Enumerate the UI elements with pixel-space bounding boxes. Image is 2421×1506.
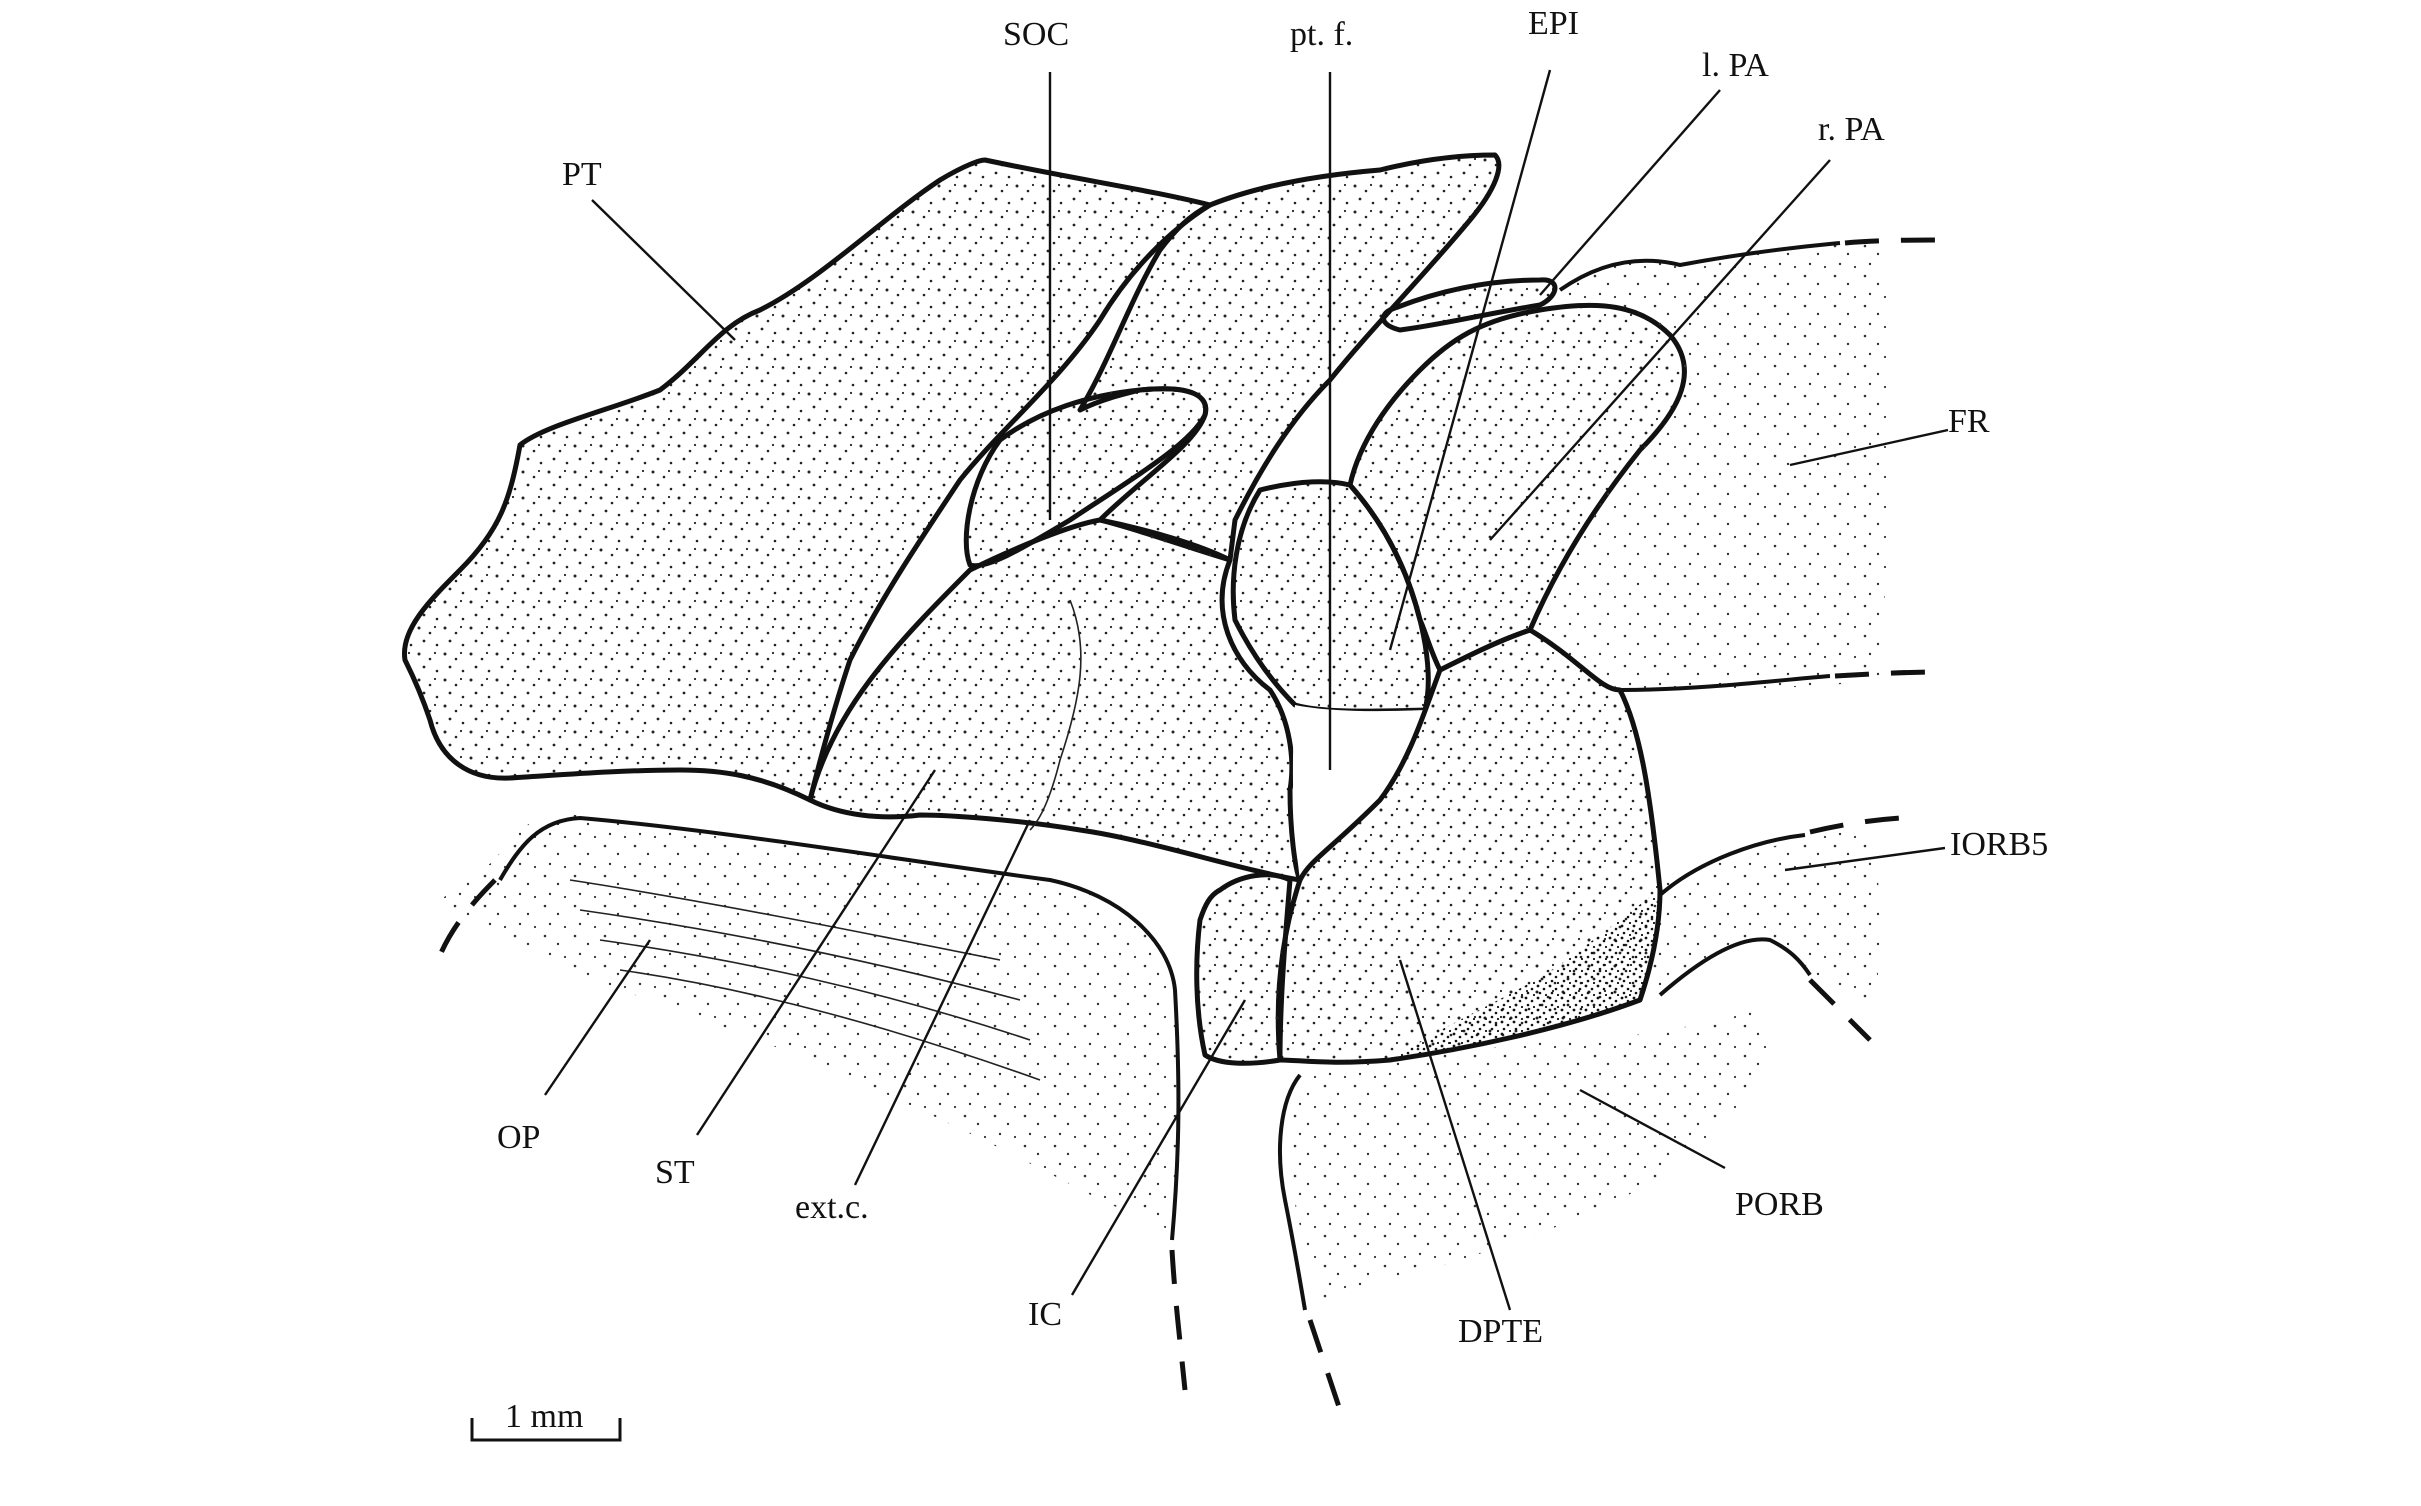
- label-dpte: DPTE: [1458, 1313, 1543, 1350]
- opercle-bone: [440, 815, 1179, 1230]
- opercle-outline: [498, 815, 1181, 1241]
- pterotic-fossa-opening: [1292, 705, 1425, 880]
- label-ic: IC: [1028, 1296, 1062, 1333]
- label-porb: PORB: [1735, 1186, 1824, 1223]
- infraorbital5-dash: [1809, 815, 1901, 835]
- label-soc: SOC: [1003, 16, 1069, 53]
- infraorbital5-bone: [1640, 830, 1881, 1010]
- pterotic-bone: [401, 157, 1213, 803]
- label-extc: ext.c.: [795, 1189, 869, 1226]
- label-op: OP: [497, 1119, 540, 1156]
- left-parietal-bone: [1381, 277, 1558, 333]
- leader-lines: [544, 69, 1949, 1311]
- label-fr: FR: [1948, 403, 1990, 440]
- extrascapular-canal: [1029, 599, 1082, 831]
- opercle-striae: [569, 879, 1041, 1081]
- postorbital-bone: [1287, 1010, 1767, 1300]
- postorbital-dash: [1307, 1319, 1343, 1411]
- frontal-bone: [1530, 243, 1892, 691]
- label-iorb5: IORB5: [1950, 826, 2048, 863]
- frontal-dash: [1844, 237, 1951, 246]
- epiotic-bone: [1347, 302, 1687, 673]
- infraorbital5-lower: [1658, 937, 1812, 997]
- label-pt: PT: [562, 156, 602, 193]
- frontal-outline: [1558, 241, 1841, 292]
- frontal-lower-dash: [1834, 669, 1941, 679]
- dermopterotic-dense: [1390, 890, 1660, 1060]
- label-lpa: l. PA: [1702, 47, 1769, 84]
- postorbital-outline: [1278, 1073, 1307, 1311]
- label-rpa: r. PA: [1818, 111, 1885, 148]
- infraorbital5-outline: [1658, 833, 1806, 897]
- label-st: ST: [655, 1154, 695, 1191]
- intercalar-bone: [1194, 872, 1293, 1066]
- label-ptf: pt. f.: [1290, 16, 1353, 53]
- opercle-lower-dash: [1169, 1249, 1188, 1391]
- label-epi: EPI: [1528, 5, 1579, 42]
- scale-bar-label: 1 mm: [505, 1398, 583, 1435]
- scale-bar: 1 mm: [470, 1398, 622, 1442]
- infraorbital5-lower-dash: [1808, 978, 1872, 1042]
- opercle-dash: [435, 878, 497, 961]
